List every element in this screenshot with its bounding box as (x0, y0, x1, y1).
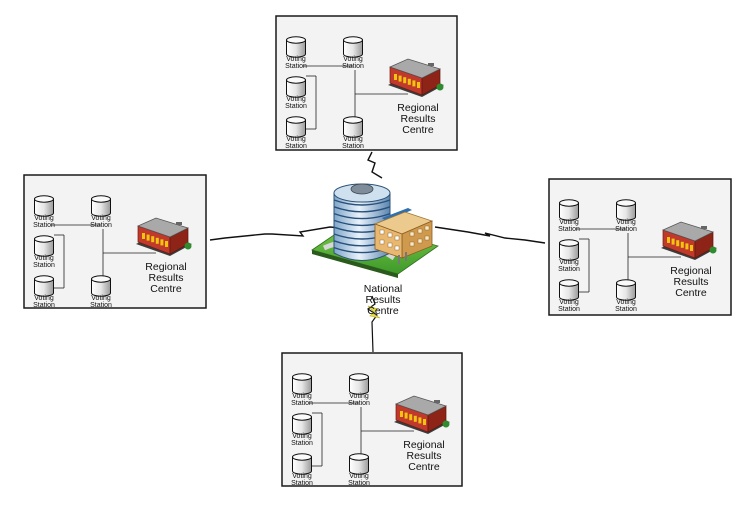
link-east (434, 226, 546, 244)
station-links (309, 402, 414, 467)
database-icon (286, 116, 306, 138)
database-icon (616, 279, 636, 301)
database-icon (559, 199, 579, 221)
link-south (366, 295, 378, 353)
database-icon (292, 453, 312, 475)
station-links (303, 65, 408, 130)
database-icon (292, 413, 312, 435)
station-links (576, 228, 681, 293)
database-icon (286, 36, 306, 58)
region-panel-west (23, 174, 207, 309)
regional-building-icon (136, 217, 192, 256)
database-icon (349, 453, 369, 475)
database-icon (292, 373, 312, 395)
region-panel-south (281, 352, 463, 487)
link-west (209, 226, 364, 241)
link-north (367, 151, 383, 179)
database-icon (34, 195, 54, 217)
database-icon (616, 199, 636, 221)
station-links (51, 224, 156, 289)
database-icon (286, 76, 306, 98)
database-icon (349, 373, 369, 395)
database-icon (559, 239, 579, 261)
database-icon (343, 36, 363, 58)
regional-building-icon (661, 221, 717, 260)
lightning-bolt-icon (367, 305, 381, 319)
region-panel-north (275, 15, 458, 151)
national-hq-building-icon (311, 183, 439, 278)
database-icon (343, 116, 363, 138)
database-icon (34, 235, 54, 257)
database-icon (91, 275, 111, 297)
database-icon (91, 195, 111, 217)
regional-building-icon (394, 395, 450, 434)
regional-building-icon (388, 58, 444, 97)
database-icon (559, 279, 579, 301)
region-panel-east (548, 178, 732, 316)
database-icon (34, 275, 54, 297)
